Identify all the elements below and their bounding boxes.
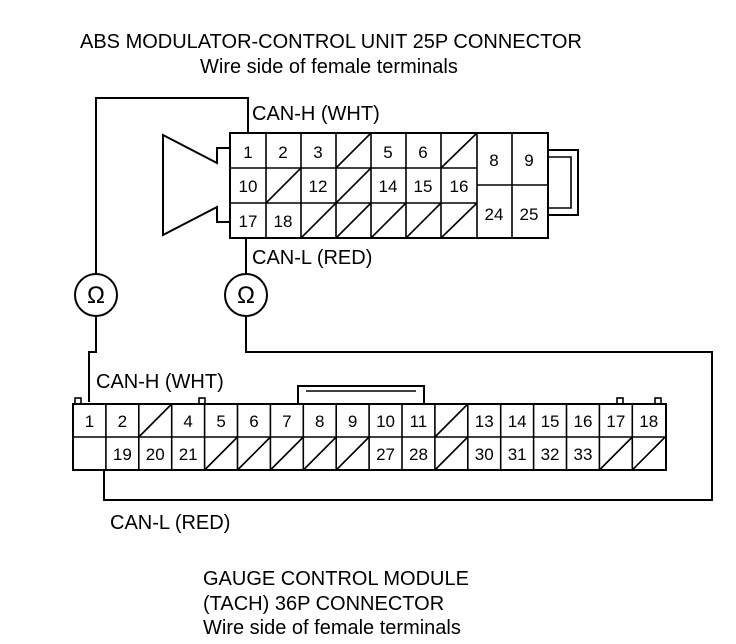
abs-pin: 10 [239, 177, 258, 196]
gauge-pin-top: 6 [249, 412, 258, 431]
gauge-can-h-label: CAN-H (WHT) [96, 371, 224, 393]
gauge-connector-key [297, 385, 425, 404]
gauge-pin-top: 10 [376, 412, 395, 431]
can-l-wire-gauge [103, 315, 713, 501]
abs-can-h-label: CAN-H (WHT) [252, 103, 380, 125]
cavity-divider [631, 436, 666, 471]
cavity-divider [236, 436, 271, 471]
ohm-icon: Ω [87, 282, 105, 309]
cavity-divider [434, 403, 469, 438]
abs-pin: 12 [309, 177, 328, 196]
gauge-pin-bottom: 32 [541, 445, 560, 464]
gauge-pin-top: 9 [348, 412, 357, 431]
ohm-icon: Ω [237, 282, 255, 309]
ohmmeter-circle [224, 273, 268, 317]
abs-pin: 1 [243, 143, 252, 162]
abs-pin: 14 [379, 177, 398, 196]
gauge-pin-bottom: 27 [376, 445, 395, 464]
abs-pin: 9 [524, 151, 533, 170]
gauge-pin-bottom: 21 [179, 445, 198, 464]
abs-pin: 2 [278, 143, 287, 162]
gauge-36p-connector: 1 2 4 5 6 7 8 9 10 11 13 14 15 16 17 18 19 20 21 27 28 30 31 32… [72, 385, 667, 471]
abs-pin: 16 [450, 177, 469, 196]
abs-pin: 8 [489, 151, 498, 170]
gauge-pin-bottom: 19 [113, 445, 132, 464]
gauge-subtitle: Wire side of female terminals [203, 617, 461, 639]
gauge-pin-top: 7 [282, 412, 291, 431]
cavity-divider [598, 436, 633, 471]
gauge-pin-bottom: 30 [475, 445, 494, 464]
gauge-pin-top: 13 [475, 412, 494, 431]
ohmmeter-circle [74, 273, 118, 317]
cavity-divider [302, 436, 337, 471]
left-ohmmeter: Ω [74, 273, 118, 317]
abs-connector-loop-inner [548, 156, 572, 209]
abs-connector-loop-outer [548, 149, 579, 216]
gauge-pin-top: 2 [118, 412, 127, 431]
gauge-pin-bottom: 20 [146, 445, 165, 464]
gauge-pin-top: 17 [606, 412, 625, 431]
gauge-pin-bottom: 31 [508, 445, 527, 464]
abs-pin: 18 [274, 212, 293, 231]
can-h-wire-abs [95, 97, 249, 275]
can-h-wire-gauge [88, 315, 97, 402]
abs-pin: 6 [418, 143, 427, 162]
abs-can-l-label: CAN-L (RED) [252, 247, 372, 269]
abs-pin: 15 [414, 177, 433, 196]
gauge-pin-top: 11 [410, 412, 428, 431]
gauge-pin-top: 16 [573, 412, 592, 431]
cavity-divider [434, 436, 469, 471]
cavity-divider [269, 436, 304, 471]
cavity-divider [138, 403, 173, 438]
gauge-pin-bottom: 33 [573, 445, 592, 464]
gauge-pin-top: 15 [541, 412, 560, 431]
gauge-pin-top: 1 [85, 412, 94, 431]
abs-connector-latch [162, 133, 230, 237]
gauge-pin-top: 4 [183, 412, 192, 431]
abs-pin: 3 [313, 143, 322, 162]
abs-connector-subtitle: Wire side of female terminals [200, 56, 458, 78]
gauge-pin-top: 5 [216, 412, 225, 431]
gauge-title-line2: (TACH) 36P CONNECTOR [203, 593, 444, 615]
right-ohmmeter: Ω [224, 273, 268, 317]
gauge-can-l-label: CAN-L (RED) [110, 512, 230, 534]
cavity-divider [204, 436, 239, 471]
abs-connector-title: ABS MODULATOR-CONTROL UNIT 25P CONNECTOR [80, 31, 582, 53]
abs-pin: 24 [485, 205, 504, 224]
abs-25p-connector: 1 2 3 5 6 8 9 10 12 14 15 16 17 18 24 25 [162, 132, 579, 239]
abs-pin: 25 [520, 205, 539, 224]
abs-pin: 17 [239, 212, 258, 231]
abs-pin: 5 [383, 143, 392, 162]
cavity-divider [335, 436, 370, 471]
gauge-pin-bottom: 28 [409, 445, 428, 464]
gauge-pin-top: 18 [639, 412, 658, 431]
gauge-pin-top: 14 [508, 412, 527, 431]
gauge-pin-top: 8 [315, 412, 324, 431]
gauge-title-line1: GAUGE CONTROL MODULE [203, 568, 469, 590]
